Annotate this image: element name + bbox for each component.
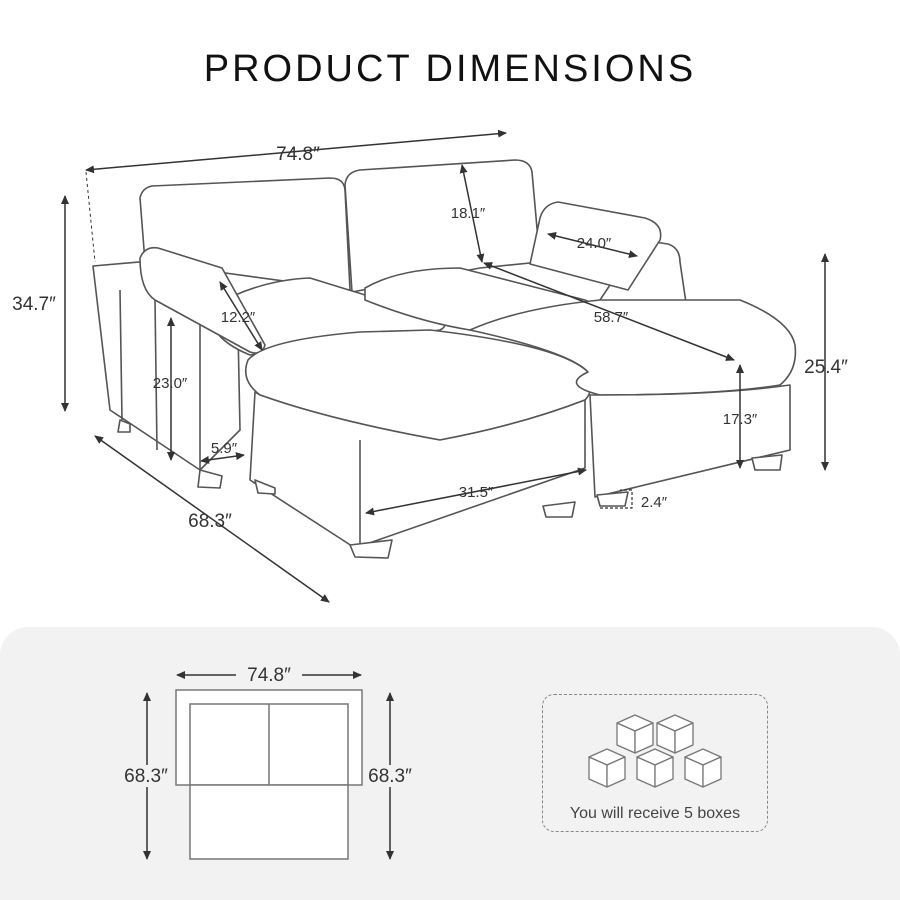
ottoman-total-height-label: 25.4″ [804,357,848,378]
overall-height-label: 34.7″ [12,294,56,315]
cardboard-box-icon [636,748,674,788]
pillow-width-line [547,232,638,258]
sofa-diagram: 74.8″ 34.7″ 68.3″ 18.1″ 24.0″ 12.2″ 58.7… [12,129,848,603]
seat-height-label: 17.3″ [723,411,758,428]
seat-depth-label: 58.7″ [594,309,629,326]
leg-height-label: 2.4″ [641,494,668,511]
pillow-width-label: 24.0″ [577,235,612,252]
bottom-panel: 74.8″ 68.3″ 68.3″ [0,627,900,900]
ottoman-width-line [365,467,587,516]
arm-width-label: 5.9″ [211,440,238,457]
seat-depth-line [483,262,735,361]
pillow-height-label: 12.2″ [221,309,256,326]
cardboard-box-icon [616,714,654,754]
top-depth-right-label: 68.3″ [368,766,412,787]
arm-width-line [200,452,245,464]
overall-width-label: 74.8″ [276,144,320,165]
packaging-caption: You will receive 5 boxes [569,805,741,822]
back-height-line [459,164,485,263]
top-depth-left-label: 68.3″ [124,766,168,787]
top-view-diagram: 74.8″ 68.3″ 68.3″ [120,663,416,860]
arm-height-label: 23.0″ [153,375,188,392]
overall-width-line [85,129,507,174]
page-title: PRODUCT DIMENSIONS [203,48,697,90]
ottoman-width-label: 31.5″ [459,484,494,501]
dimension-lines [61,129,829,603]
cardboard-box-icon [588,748,626,788]
back-height-label: 18.1″ [451,205,486,222]
top-width-label: 74.8″ [247,665,291,686]
cardboard-box-icon [684,748,722,788]
top-view-outline [175,689,363,860]
pillow-height-line [219,281,263,351]
packaging-card: You will receive 5 boxes [542,694,768,832]
overall-depth-label: 68.3″ [188,511,232,532]
overall-depth-line [94,435,330,603]
cardboard-box-icon [656,714,694,754]
box-stack [588,714,722,788]
